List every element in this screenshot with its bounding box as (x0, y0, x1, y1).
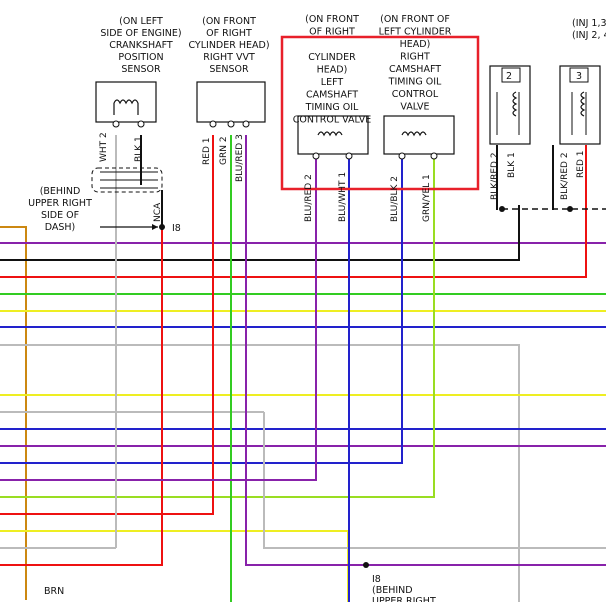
wire-red-bus-3 (0, 228, 163, 566)
splice-dot-i8 (159, 224, 165, 230)
left-valve-label-line: CAMSHAFT (306, 90, 358, 101)
wire-black-bus-1 (0, 205, 520, 261)
wire-label-vvt-pin2: GRN 2 (219, 136, 229, 165)
crank-sensor-label-line: (ON LEFT (119, 16, 163, 27)
connector-lines (100, 171, 158, 189)
right-valve-label-line: LEFT CYLINDER (379, 27, 452, 38)
wire-label-crank-pin1: BLK 1 (134, 136, 144, 162)
right-valve-label-line: CAMSHAFT (389, 64, 441, 75)
injector-3 (559, 65, 601, 145)
wire-gray-bus-1 (0, 344, 520, 602)
wire-label-inj3-pin2: BLK/RED 2 (560, 152, 570, 200)
wire-red-bus-2 (0, 135, 214, 515)
wire-label-inj2-pin1: BLK 1 (507, 152, 517, 178)
right-valve-label-line: CONTROL (392, 89, 439, 100)
highlight-box (280, 35, 480, 191)
wire-blue-bus-3 (0, 155, 403, 464)
wire-label-inj2-pin2: BLK/RED 2 (490, 152, 500, 200)
behind-dash-label-line: SIDE OF (41, 210, 79, 221)
left-camshaft-valve (297, 115, 369, 160)
left-valve-label-line: HEAD) (317, 65, 348, 76)
injector-label: (INJ 1,3(INJ 2, 4 (572, 18, 606, 41)
brn-label: BRN (44, 586, 64, 597)
right-camshaft-valve (383, 115, 455, 160)
dashed-connector (91, 167, 163, 193)
vvt-sensor-label-line: RIGHT VVT (203, 52, 255, 63)
crank-sensor-label-line: POSITION (118, 52, 163, 63)
injector-3-number: 3 (576, 71, 582, 82)
splice-dot-inj2 (499, 206, 505, 212)
left-valve-label-line: OF RIGHT (309, 27, 355, 38)
left-valve-label-line: (ON FRONT (305, 14, 359, 25)
right-vvt-sensor (196, 81, 266, 128)
behind-dash-label-line: (BEHIND (40, 186, 81, 197)
wire-red-bus-1 (0, 145, 587, 278)
right-valve-label-line: HEAD) (400, 39, 431, 50)
wire-purple-lv (0, 155, 317, 481)
wire-label-inj3-pin1: RED 1 (576, 151, 586, 178)
horizontal-wires (0, 135, 606, 602)
injector-label-line: (INJ 2, 4 (572, 30, 606, 41)
right-valve-label-line: RIGHT (400, 52, 430, 63)
wire-label-vvt-pin1: RED 1 (202, 138, 212, 165)
behind-bottom-label-line: UPPER RIGHT (372, 596, 436, 602)
crank-sensor-label-line: SENSOR (121, 64, 161, 75)
wire-label-lv-pin1: BLU/WHT 1 (338, 172, 348, 222)
i8-label: I8 (172, 223, 181, 234)
vvt-sensor-label-line: CYLINDER HEAD) (188, 40, 269, 51)
injector-2 (489, 65, 531, 145)
left-valve-label-line: CYLINDER (308, 52, 356, 63)
behind-dash-label-line: UPPER RIGHT (28, 198, 92, 209)
crank-sensor-label-line: CRANKSHAFT (109, 40, 173, 51)
behind-dash-label-line: DASH) (45, 222, 76, 233)
behind-bottom-label-line: (BEHIND (372, 585, 413, 596)
splice-dot-bottom (363, 562, 369, 568)
vvt-sensor-label-line: (ON FRONT (202, 16, 256, 27)
splice-dot-inj3 (567, 206, 573, 212)
wire-gray-bottom (263, 412, 606, 549)
i8-arrowhead (152, 224, 158, 230)
left-valve-label-line: CONTROL VALVE (293, 115, 372, 126)
wire-label-lv-pin2: BLU/RED 2 (304, 174, 314, 222)
behind-bottom-label-line: I8 (372, 574, 381, 585)
nca-label: NCA (153, 202, 163, 222)
right-valve-label-line: TIMING OIL (388, 77, 442, 88)
left-valve-label: (ON FRONT OF RIGHT CYLINDER HEAD)LEFT CAMSHA… (293, 14, 372, 126)
wire-label-crank-pin2: WHT 2 (99, 132, 109, 162)
injector-2-number: 2 (506, 71, 512, 82)
wire-purple-bottom (245, 135, 606, 566)
wire-green-yel-bus (0, 155, 435, 498)
right-valve-label-line: VALVE (400, 102, 429, 113)
left-valve-label-line: TIMING OIL (305, 102, 359, 113)
vvt-sensor-label-line: OF RIGHT (206, 28, 252, 39)
right-valve-label-line: (ON FRONT OF (380, 14, 450, 25)
crank-sensor-label-line: SIDE OF ENGINE) (100, 28, 181, 39)
wire-brown-top (0, 226, 27, 600)
left-valve-label-line: LEFT (321, 77, 344, 88)
injector-label-line: (INJ 1,3 (572, 18, 606, 29)
vvt-sensor-label-line: SENSOR (209, 64, 249, 75)
crankshaft-sensor (95, 81, 157, 128)
wire-label-rv-pin2: BLU/BLK 2 (390, 176, 400, 222)
vertical-labels: WHT 2 BLK 1 RED 1 GRN 2 BLU/RED 3 BLU/RED 2 BL… (99, 132, 586, 222)
wire-label-vvt-pin3: BLU/RED 3 (235, 134, 245, 182)
wire-label-rv-pin1: GRN/YEL 1 (422, 174, 432, 222)
